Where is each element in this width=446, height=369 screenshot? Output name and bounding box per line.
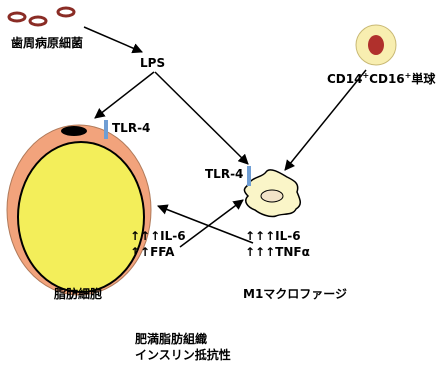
bacteria-label: 歯周病原細菌 (11, 36, 84, 50)
arrow-bacteria-to-lps (83, 26, 143, 54)
monocyte-sup-1: + (362, 71, 370, 80)
lps-label: LPS (140, 56, 166, 70)
macrophage-tlr4-label: TLR-4 (205, 167, 244, 181)
monocyte-icon (355, 24, 397, 66)
monocyte-sup-2: + (404, 71, 412, 80)
arrow-lps-to-macrophage (154, 71, 249, 165)
adipocyte-icon (6, 120, 152, 296)
macrophage-tlr4-receptor (247, 166, 251, 186)
adipocyte-tlr4-label: TLR-4 (112, 121, 151, 135)
arrow-macrophage-to-adipocyte (157, 204, 254, 244)
macrophage-il6-label: ↑↑↑IL-6 (245, 229, 301, 243)
monocyte-label: CD14+CD16+単球 (327, 71, 436, 87)
monocyte-cd14: CD14 (327, 72, 363, 86)
arrow-lps-to-adipocyte (94, 71, 155, 119)
macrophage-name-label: M1マクロファージ (243, 287, 348, 301)
monocyte-name: 単球 (411, 72, 436, 86)
monocyte-cd16: CD16 (369, 72, 405, 86)
footer-line-2: インスリン抵抗性 (135, 348, 231, 362)
macrophage-tnf-label: ↑↑↑TNFα (245, 245, 310, 259)
bacteria-icon (7, 6, 76, 27)
arrow-adipocyte-to-macrophage (179, 199, 244, 248)
macrophage-icon (243, 166, 301, 218)
arrow-monocyte-to-macrophage (284, 69, 367, 171)
adipocyte-il6-label: ↑↑↑IL-6 (130, 229, 186, 243)
adipocyte-name-label: 脂肪細胞 (54, 287, 103, 301)
adipocyte-tlr4-receptor (104, 120, 108, 139)
adipocyte-ffa-label: ↑↑FFA (130, 245, 175, 259)
footer-line-1: 肥満脂肪組織 (135, 332, 208, 346)
